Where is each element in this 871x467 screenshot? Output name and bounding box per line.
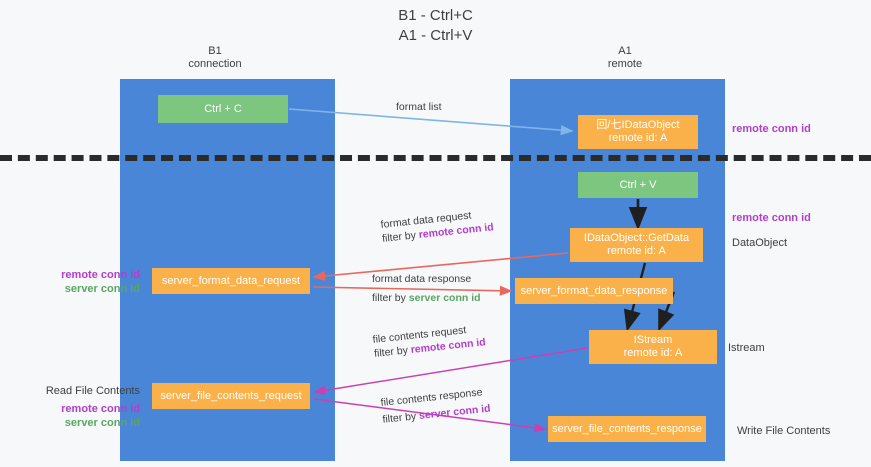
edge-fcresp-filter-prefix: filter by <box>381 410 420 426</box>
node-file-request-label: server_file_contents_request <box>160 389 302 402</box>
lane-header-a1: A1 remote <box>560 45 690 71</box>
node-idataobject[interactable]: 回/七IDataObject remote id: A <box>578 115 698 149</box>
node-istream-label: IStream <box>633 334 673 346</box>
edge-fdreq-filter-prefix: filter by <box>381 229 420 245</box>
annotation-server-conn-id-1: server conn id <box>64 283 140 295</box>
annotation-remote-conn-id-mid-text: remote conn id <box>732 212 811 224</box>
edge-fcresp-filter-value: server conn id <box>418 402 492 422</box>
node-ctrl-v-label: Ctrl + V <box>619 178 657 191</box>
node-idataobject-sub: remote id: A <box>608 132 668 144</box>
annotation-remote-conn-id-top: remote conn id <box>732 122 811 136</box>
annotation-conn-ids-file: remote conn id server conn id <box>20 402 140 430</box>
node-format-response-label: server_format_data_response <box>520 284 668 297</box>
annotation-write-file-contents-text: Write File Contents <box>737 425 831 437</box>
node-istream[interactable]: IStream remote id: A <box>589 330 717 364</box>
edge-label-format-data-request: format data request filter by remote con… <box>380 206 494 246</box>
annotation-read-file-contents: Read File Contents <box>28 384 140 398</box>
edge-fdresp-filter-value: server conn id <box>408 292 481 304</box>
edge-format-list-text: format list <box>396 101 442 113</box>
edge-label-format-data-response: format data response filter by server co… <box>372 272 481 305</box>
edge-fcreq-filter-prefix: filter by <box>373 344 412 360</box>
annotation-read-file-contents-text: Read File Contents <box>45 385 140 397</box>
node-file-response-label: server_file_contents_response <box>552 422 702 435</box>
node-istream-sub: remote id: A <box>623 347 683 359</box>
node-ctrl-c[interactable]: Ctrl + C <box>158 95 288 123</box>
phase-separator <box>0 155 871 161</box>
annotation-remote-conn-id-top-text: remote conn id <box>732 123 811 135</box>
node-format-request-label: server_format_data_request <box>161 274 301 287</box>
lane-b1-name: B1 <box>208 45 222 57</box>
edge-fdresp-filter: filter by server conn id <box>372 291 481 305</box>
node-server-file-contents-response[interactable]: server_file_contents_response <box>548 416 706 442</box>
annotation-istream: Istream <box>728 341 765 355</box>
node-ctrl-c-label: Ctrl + C <box>204 102 242 115</box>
edge-label-format-list: format list <box>396 100 442 114</box>
node-server-format-data-response[interactable]: server_format_data_response <box>515 278 673 304</box>
lane-b1-role: connection <box>188 58 242 70</box>
node-server-file-contents-request[interactable]: server_file_contents_request <box>152 383 310 409</box>
edge-label-file-contents-request: file contents request filter by remote c… <box>372 321 486 361</box>
edge-fdresp-text: format data response <box>372 273 472 285</box>
node-getdata-label: IDataObject::GetData <box>583 232 690 244</box>
title-line-1: B1 - Ctrl+C <box>398 7 473 24</box>
annotation-dataobject: DataObject <box>732 236 787 250</box>
node-idataobject-label: 回/七IDataObject <box>596 119 680 131</box>
annotation-write-file-contents: Write File Contents <box>737 424 830 438</box>
title-line-2: A1 - Ctrl+V <box>398 27 473 44</box>
annotation-dataobject-text: DataObject <box>732 237 788 249</box>
annotation-server-conn-id-2: server conn id <box>64 417 140 429</box>
node-getdata[interactable]: IDataObject::GetData remote id: A <box>570 228 703 262</box>
node-getdata-sub: remote id: A <box>607 245 666 257</box>
lane-header-b1: B1 connection <box>150 45 280 71</box>
lane-a1-role: remote <box>607 58 643 70</box>
edge-fdresp-filter-prefix: filter by <box>372 292 409 304</box>
annotation-remote-conn-id-1: remote conn id <box>61 269 140 281</box>
annotation-istream-text: Istream <box>728 342 765 354</box>
diagram-title: B1 - Ctrl+C A1 - Ctrl+V <box>0 6 871 46</box>
annotation-remote-conn-id-mid: remote conn id <box>732 211 811 225</box>
annotation-remote-conn-id-2: remote conn id <box>61 403 140 415</box>
node-ctrl-v[interactable]: Ctrl + V <box>578 172 698 198</box>
edge-label-file-contents-response: file contents response filter by server … <box>380 385 491 427</box>
lane-a1-name: A1 <box>618 45 632 57</box>
annotation-conn-ids-format: remote conn id server conn id <box>20 268 140 296</box>
node-server-format-data-request[interactable]: server_format_data_request <box>152 268 310 294</box>
